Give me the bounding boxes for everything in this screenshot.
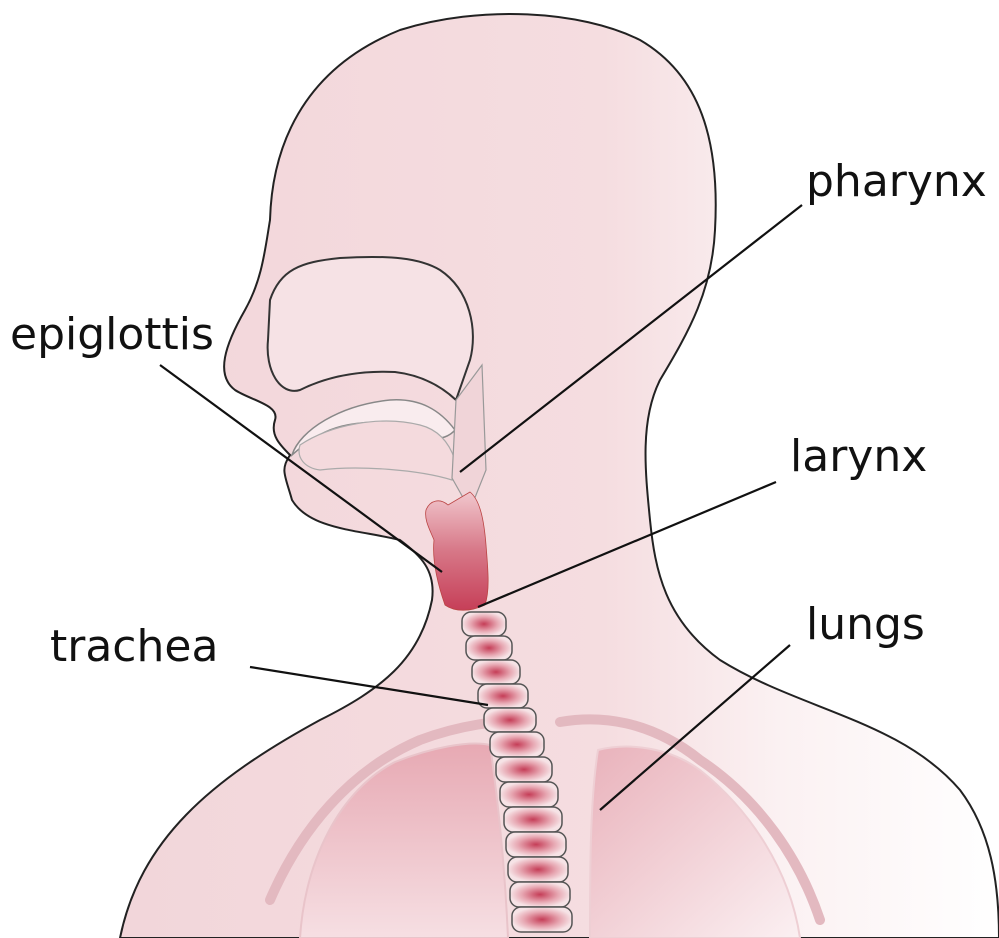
- trachea-ring: [508, 857, 568, 882]
- trachea-ring: [466, 636, 512, 660]
- trachea-ring: [510, 882, 570, 907]
- label-lungs: lungs: [806, 603, 925, 647]
- trachea-ring: [462, 612, 506, 636]
- trachea-ring: [472, 660, 520, 684]
- label-trachea: trachea: [50, 625, 218, 669]
- trachea-ring: [500, 782, 558, 807]
- trachea-ring: [504, 807, 562, 832]
- label-epiglottis: epiglottis: [10, 313, 214, 357]
- label-pharynx: pharynx: [806, 160, 987, 204]
- trachea-ring: [496, 757, 552, 782]
- trachea-ring: [490, 732, 544, 757]
- trachea-ring: [506, 832, 566, 857]
- label-larynx: larynx: [790, 435, 927, 479]
- trachea-ring: [512, 907, 572, 932]
- trachea-ring: [484, 708, 536, 732]
